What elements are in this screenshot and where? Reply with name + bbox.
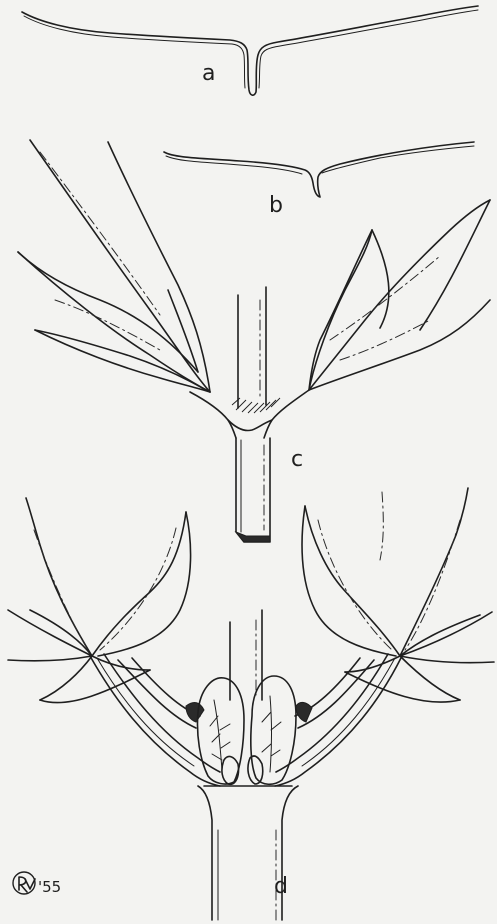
panel-label-a: a <box>202 63 215 85</box>
panel-c-node-hatching <box>232 398 280 413</box>
signature-year: '55 <box>38 878 61 896</box>
panel-c-stem-with-leaves <box>18 140 490 542</box>
panel-label-b: b <box>269 195 283 217</box>
panel-c-right-leaflets <box>309 200 490 390</box>
panel-label-d: d <box>274 876 288 898</box>
panel-label-c: c <box>291 449 303 471</box>
panel-d-stem-with-buds <box>8 488 494 920</box>
panel-d-stipule-hatching <box>186 702 312 722</box>
panel-d-right-leaflets <box>302 488 494 702</box>
panel-c-left-leaflets <box>18 140 210 392</box>
panel-b-cross-section <box>164 142 474 197</box>
signature-monogram <box>13 872 35 894</box>
panel-a-cross-section <box>22 6 478 95</box>
